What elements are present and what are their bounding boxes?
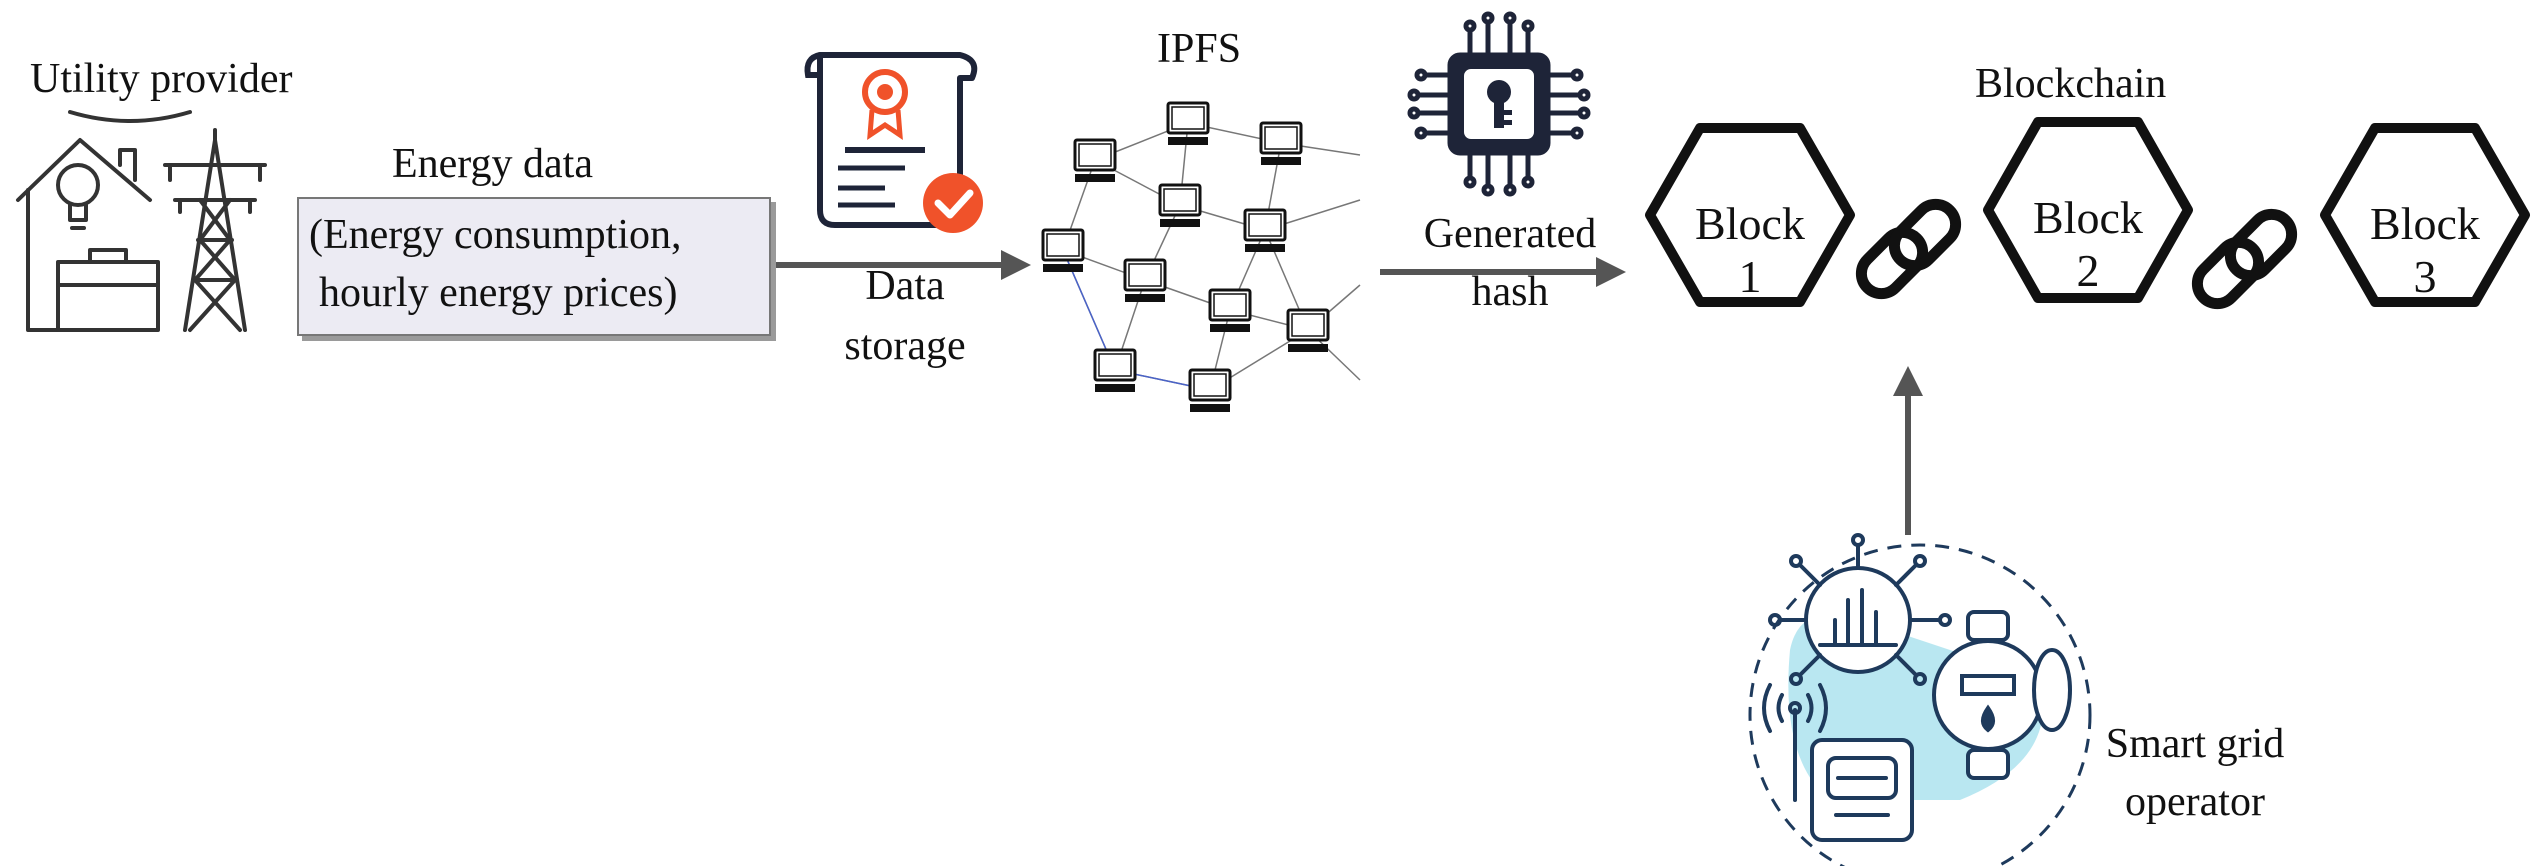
block-2-label: Block 2 (1988, 192, 2188, 298)
chain-link-icon (1855, 198, 1962, 300)
block-2-label-line-2: 2 (2076, 244, 2100, 296)
block-1-label: Block 1 (1650, 198, 1850, 304)
block-2-hexagon (1983, 117, 2193, 303)
chain-link-icon (2191, 208, 2298, 310)
smart-meter-icon (1748, 533, 2092, 866)
block-2-label-line-1: Block (2033, 192, 2143, 243)
blockchain-label: Blockchain (1975, 61, 2167, 107)
data-storage-label-line-2: storage (844, 323, 966, 369)
certificate-icon (804, 52, 983, 233)
smart-grid-operator-line-2: operator (2125, 779, 2265, 825)
ipfs-network-icon (1041, 101, 1361, 414)
generated-hash-line-1: Generated (1423, 211, 1597, 257)
utility-provider-label: Utility provider (30, 56, 293, 102)
smart-grid-operator-line-1: Smart grid (2105, 721, 2285, 767)
block-1-hexagon (1645, 123, 1855, 307)
block-1-label-line-1: Block (1695, 198, 1805, 249)
generated-hash-line-2: hash (1471, 269, 1549, 315)
energy-data-box: (Energy consumption, hourly energy price… (297, 197, 771, 336)
block-3-label-line-2: 3 (2413, 250, 2437, 302)
block-3-label: Block 3 (2325, 198, 2525, 304)
utility-provider-icon (16, 110, 267, 332)
block-3-hexagon (2320, 123, 2530, 307)
energy-data-line-2: hourly energy prices) (319, 270, 678, 316)
data-storage-label-line-1: Data (865, 263, 945, 309)
crypto-chip-icon (1407, 11, 1591, 197)
block-3-label-line-1: Block (2370, 198, 2480, 249)
ipfs-label: IPFS (1157, 26, 1242, 72)
block-1-label-line-2: 1 (1738, 250, 1762, 302)
energy-data-line-1: (Energy consumption, (309, 212, 682, 258)
energy-data-title: Energy data (392, 141, 593, 187)
